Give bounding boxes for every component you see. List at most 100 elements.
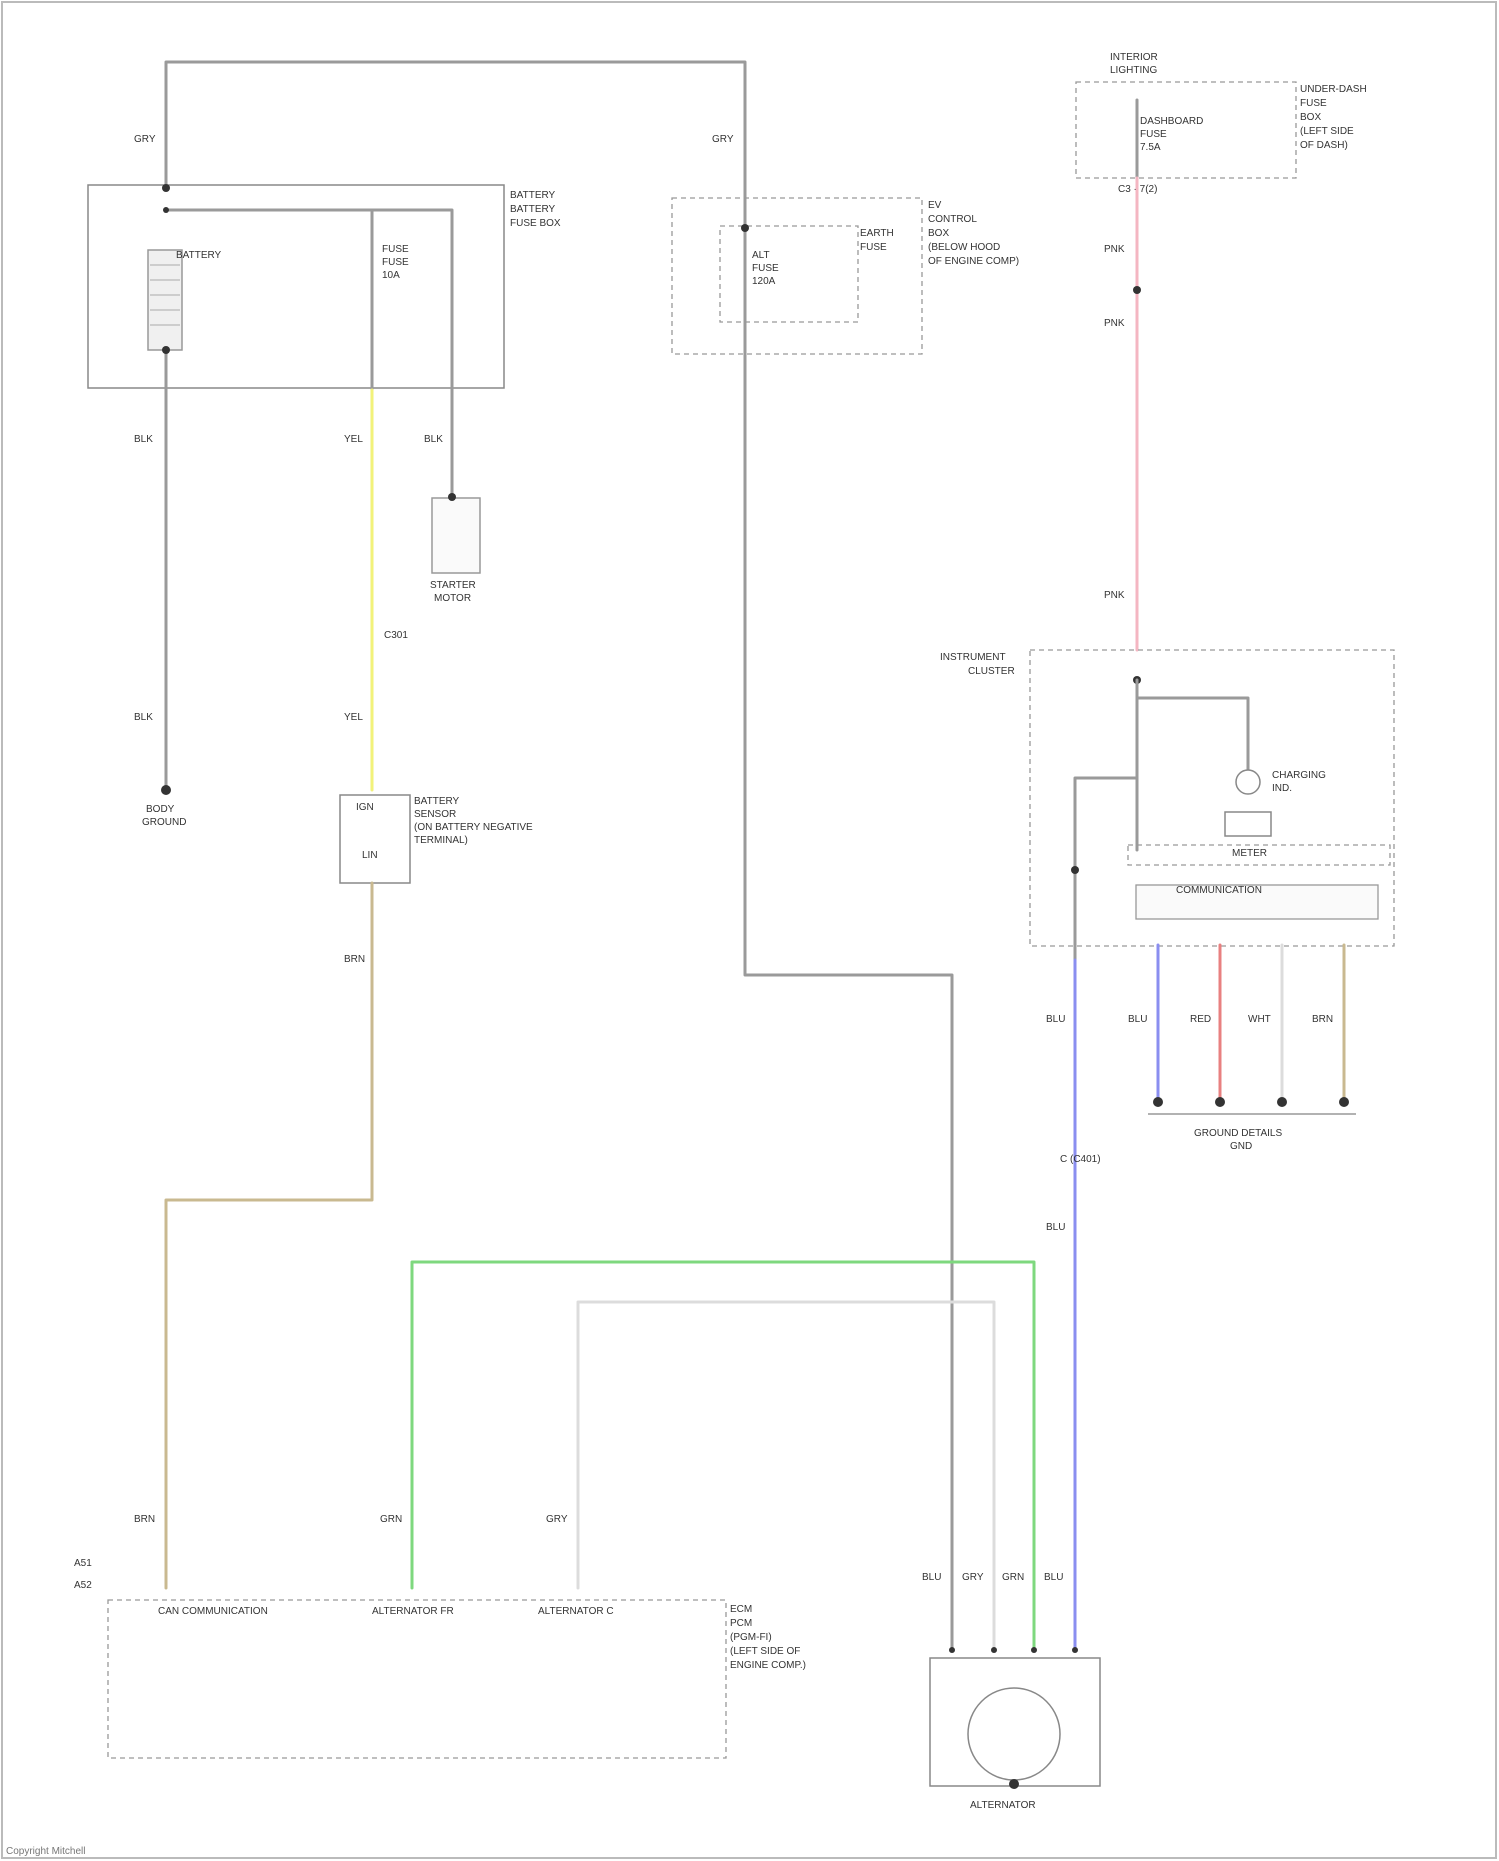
svg-text:BATTERY: BATTERY (510, 190, 556, 201)
svg-text:FUSE: FUSE (1140, 129, 1167, 140)
svg-text:ECM: ECM (730, 1604, 752, 1615)
svg-text:PCM: PCM (730, 1618, 752, 1629)
svg-text:BODY: BODY (146, 804, 175, 815)
cluster-internal-wire-3 (1075, 778, 1137, 960)
wire-label-yel-lower: YEL (344, 712, 363, 723)
svg-text:FUSE: FUSE (860, 242, 887, 253)
wire-label-blu-low: BLU (1046, 1222, 1065, 1233)
wire-label-pnk-mid: PNK (1104, 318, 1125, 329)
junction (162, 184, 170, 192)
cluster-internal-wire-2 (1137, 698, 1248, 770)
wire-label-blk-ground: BLK (134, 712, 153, 723)
wire-label-pnk-low: PNK (1104, 590, 1125, 601)
dashboard-fuse-label: DASHBOARD FUSE 7.5A (1140, 116, 1203, 153)
svg-text:FUSE: FUSE (1300, 98, 1327, 109)
earth-fuse-label: EARTH FUSE (860, 228, 894, 253)
svg-text:(BELOW HOOD: (BELOW HOOD (928, 242, 1000, 253)
wire-label-gry-right: GRY (712, 134, 734, 145)
ground-details-label: GROUND DETAILS GND (1194, 1128, 1282, 1152)
svg-text:(LEFT SIDE OF: (LEFT SIDE OF (730, 1646, 800, 1657)
alt-pin-label-3: GRN (1002, 1572, 1024, 1583)
pcm-pin-can: CAN COMMUNICATION (158, 1606, 268, 1617)
wire-label-brn-right: BRN (1312, 1014, 1333, 1025)
copyright: Copyright Mitchell (6, 1846, 85, 1857)
ev-control-box-label: EV CONTROL BOX (BELOW HOOD OF ENGINE COM… (928, 200, 1019, 267)
wire-label-blu-left: BLU (1046, 1014, 1065, 1025)
svg-text:GROUND DETAILS: GROUND DETAILS (1194, 1128, 1282, 1139)
svg-text:BOX: BOX (928, 228, 949, 239)
battery-label: BATTERY (176, 250, 222, 261)
svg-text:INTERIOR: INTERIOR (1110, 52, 1158, 63)
fuse-small-label: FUSE FUSE 10A (382, 244, 409, 281)
instrument-cluster-label: INSTRUMENT CLUSTER (940, 652, 1015, 677)
connector-label: A52 (74, 1580, 92, 1591)
svg-text:INSTRUMENT: INSTRUMENT (940, 652, 1006, 663)
connector-label: C (C401) (1060, 1154, 1101, 1165)
wire-label-blk-left: BLK (134, 434, 153, 445)
ev-control-box (672, 198, 922, 354)
svg-text:SENSOR: SENSOR (414, 809, 456, 820)
wire-label-brn-pcm: BRN (134, 1514, 155, 1525)
svg-text:OF DASH): OF DASH) (1300, 140, 1348, 151)
svg-text:EARTH: EARTH (860, 228, 894, 239)
communication-label: COMMUNICATION (1176, 885, 1262, 896)
svg-text:7.5A: 7.5A (1140, 142, 1161, 153)
svg-text:120A: 120A (752, 276, 776, 287)
grn-wire (412, 1262, 1034, 1650)
svg-text:FUSE BOX: FUSE BOX (510, 218, 561, 229)
svg-text:DASHBOARD: DASHBOARD (1140, 116, 1203, 127)
svg-text:GROUND: GROUND (142, 817, 186, 828)
svg-text:CONTROL: CONTROL (928, 214, 977, 225)
svg-text:(ON BATTERY NEGATIVE: (ON BATTERY NEGATIVE (414, 822, 533, 833)
pcm-label: ECM PCM (PGM-FI) (LEFT SIDE OF ENGINE CO… (730, 1604, 806, 1671)
charging-ind-label: CHARGING IND. (1272, 770, 1326, 794)
alt-pin-label-4: BLU (1044, 1572, 1063, 1583)
alt-fuse-label: ALT FUSE 120A (752, 250, 779, 287)
connector-label: C301 (384, 630, 408, 641)
svg-text:TERMINAL): TERMINAL) (414, 835, 468, 846)
svg-text:STARTER: STARTER (430, 580, 476, 591)
pcm-pin-alt-c: ALTERNATOR C (538, 1606, 614, 1617)
starter-motor-icon (432, 498, 480, 573)
svg-text:BATTERY: BATTERY (510, 204, 556, 215)
alternator-icon (968, 1688, 1060, 1780)
wire-label-pnk-top: PNK (1104, 244, 1125, 255)
starter-motor-label: STARTER MOTOR (430, 580, 476, 604)
svg-text:CHARGING: CHARGING (1272, 770, 1326, 781)
body-ground-icon (161, 785, 171, 795)
svg-text:ENGINE COMP.): ENGINE COMP.) (730, 1660, 806, 1671)
connector-label: A51 (74, 1558, 92, 1569)
wire-label-wht: WHT (1248, 1014, 1271, 1025)
body-ground-label: BODY GROUND (142, 804, 186, 828)
svg-text:BOX: BOX (1300, 112, 1321, 123)
battery-sensor-pin-ign: IGN (356, 802, 374, 813)
svg-text:MOTOR: MOTOR (434, 593, 471, 604)
svg-text:LIGHTING: LIGHTING (1110, 65, 1157, 76)
svg-text:FUSE: FUSE (382, 257, 409, 268)
wht-wire-pcm (578, 1302, 994, 1650)
svg-text:(LEFT SIDE: (LEFT SIDE (1300, 126, 1354, 137)
wire-label-red: RED (1190, 1014, 1211, 1025)
svg-text:FUSE: FUSE (752, 263, 779, 274)
charging-indicator-icon (1236, 770, 1260, 794)
svg-text:CLUSTER: CLUSTER (968, 666, 1015, 677)
svg-text:OF ENGINE COMP): OF ENGINE COMP) (928, 256, 1019, 267)
alternator-ground-icon (1009, 1779, 1019, 1789)
wire-label-grn-pcm: GRN (380, 1514, 402, 1525)
under-dash-fuse-box (1076, 82, 1296, 178)
pcm-pin-alt-fr: ALTERNATOR FR (372, 1606, 454, 1617)
alt-pin-label-1: BLU (922, 1572, 941, 1583)
svg-text:ALT: ALT (752, 250, 770, 261)
battery-sensor-label: BATTERY SENSOR (ON BATTERY NEGATIVE TERM… (414, 796, 533, 846)
alt-pin-label-2: GRY (962, 1572, 984, 1583)
meter-icon (1225, 812, 1271, 836)
wire-label-gry-left: GRY (134, 134, 156, 145)
under-dash-box-label: UNDER-DASH FUSE BOX (LEFT SIDE OF DASH) (1300, 84, 1367, 151)
wire-label-gry-pcm: GRY (546, 1514, 568, 1525)
wire-label-blk-starter: BLK (424, 434, 443, 445)
wire-label-yel-mid: YEL (344, 434, 363, 445)
pcm-box (108, 1600, 726, 1758)
meter-label: METER (1232, 848, 1267, 859)
battery-sensor-box (340, 795, 410, 883)
